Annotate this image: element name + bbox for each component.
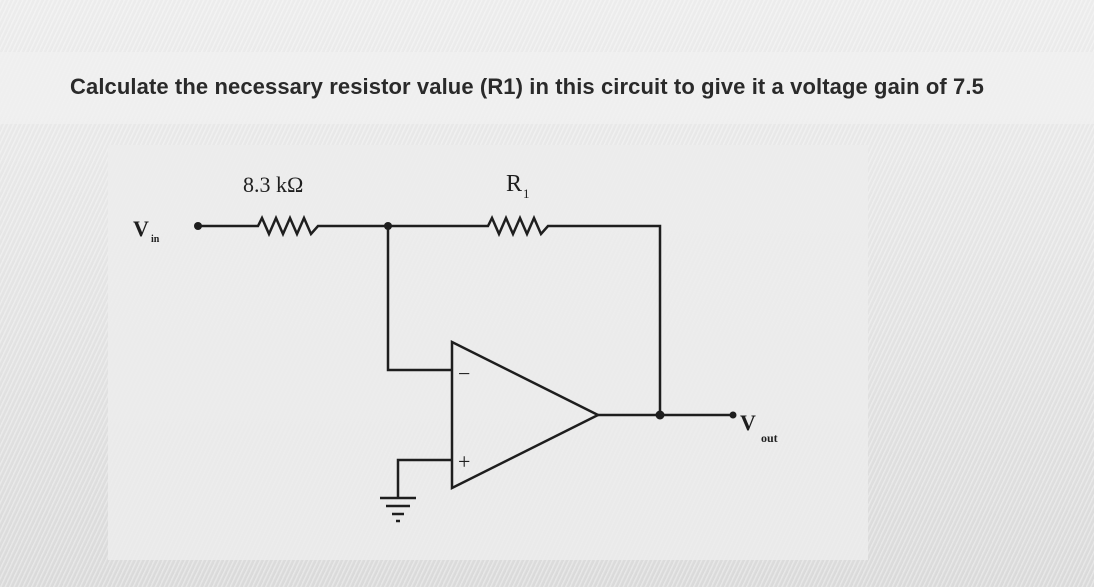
feedback-resistor-label: R	[506, 171, 522, 197]
vout-terminal	[729, 411, 737, 419]
vout-label: V	[740, 410, 756, 435]
feedback-resistor-subscript: 1	[523, 186, 530, 201]
noninverting-input-symbol: +	[458, 449, 470, 474]
question-text: Calculate the necessary resistor value (…	[70, 74, 984, 99]
vin-label: V	[133, 216, 149, 241]
op-amp-triangle	[450, 339, 601, 491]
ground-icon	[380, 496, 416, 523]
input-resistor	[198, 214, 388, 238]
circuit-panel	[108, 145, 868, 560]
feedback-resistor	[388, 214, 662, 415]
output-junction-node	[655, 410, 665, 420]
inverting-input-wire	[386, 226, 452, 372]
input-resistor-label: 8.3 kΩ	[243, 172, 303, 197]
noninverting-input-wire	[396, 458, 452, 498]
vout-subscript: out	[761, 431, 778, 445]
question-band	[0, 52, 1094, 124]
inverting-input-symbol: −	[458, 361, 470, 386]
vin-subscript: in	[151, 234, 160, 245]
